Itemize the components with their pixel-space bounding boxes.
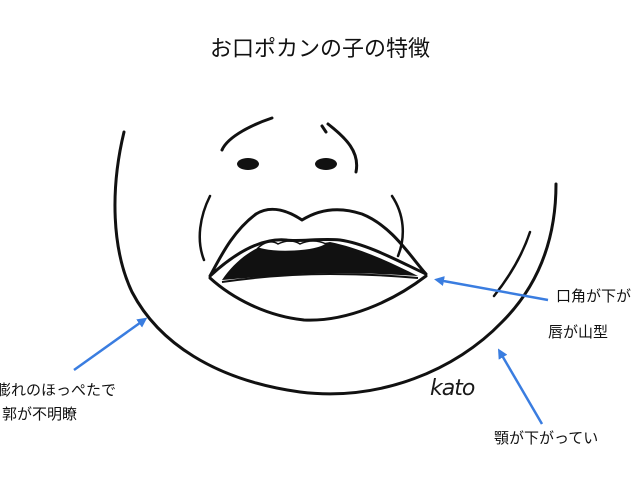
arrow-icon [434, 276, 549, 302]
nose-bridge-right [320, 124, 328, 134]
label-lip-shape: 唇が山型 [548, 323, 609, 341]
page-title: お口ポカンの子の特徴 [209, 37, 430, 62]
arrow-icon [497, 348, 544, 425]
arrow-icon [73, 317, 148, 372]
artist-signature: kato [430, 376, 475, 401]
nostril-right [315, 158, 337, 170]
face-outline [113, 130, 558, 396]
right-fold-line [390, 194, 404, 258]
upper-lip [208, 207, 428, 278]
teeth [256, 240, 328, 253]
label-cheek: 膨れのほっぺたで [0, 381, 117, 399]
lower-lip [208, 274, 428, 322]
label-jaw: 顎が下がってい [494, 429, 599, 447]
label-contour: 郭が不明瞭 [2, 405, 78, 423]
nose-left-line [220, 116, 274, 152]
label-mouth-corner: 口角が下が [556, 287, 632, 305]
nose-right-line [326, 122, 359, 174]
lower-lip-inner [221, 272, 419, 283]
nostril-left [237, 158, 259, 170]
left-fold-line [198, 194, 212, 262]
cheek-line [492, 230, 532, 298]
